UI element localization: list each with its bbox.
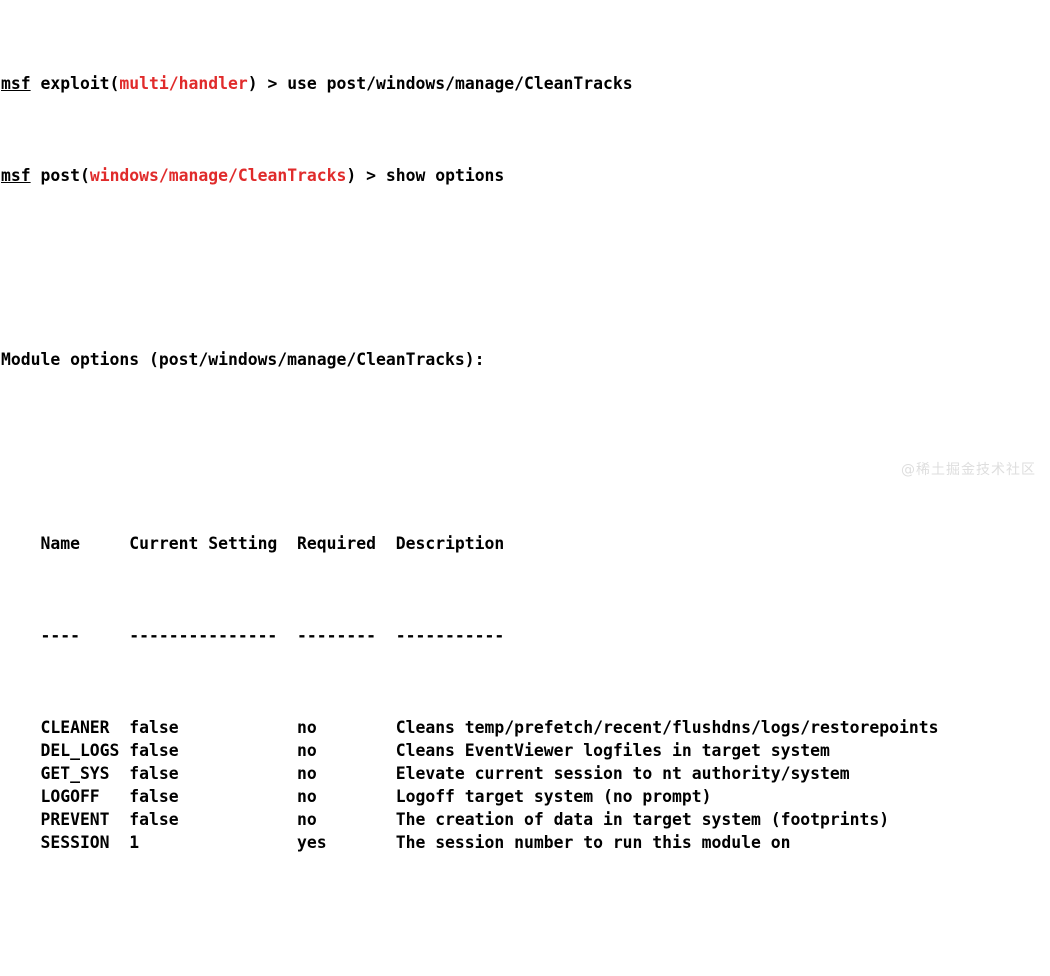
table-row: PREVENT false no The creation of data in… <box>1 810 890 829</box>
table-rule-row: ---- --------------- -------- ----------… <box>0 624 1050 647</box>
prompt-command: ) > show options <box>346 166 505 185</box>
blank-line <box>0 256 1050 279</box>
blank-line <box>0 923 1050 946</box>
module-path: multi/handler <box>119 74 248 93</box>
table-header-cells: Name Current Setting Required Descriptio… <box>1 534 505 553</box>
prompt-prefix: post( <box>30 166 90 185</box>
watermark-label: @稀土掘金技术社区 <box>901 462 1036 478</box>
table-header-row: Name Current Setting Required Descriptio… <box>0 532 1050 555</box>
terminal-line-show-options: msf post(windows/manage/CleanTracks) > s… <box>0 164 1050 187</box>
table-row: DEL_LOGS false no Cleans EventViewer log… <box>1 741 830 760</box>
msf-prompt-token: msf <box>1 166 31 185</box>
msf-prompt-token: msf <box>1 74 31 93</box>
module-options-header: Module options (post/windows/manage/Clea… <box>1 350 485 369</box>
module-path: windows/manage/CleanTracks <box>89 166 347 185</box>
blank-line <box>0 440 1050 463</box>
table-row: GET_SYS false no Elevate current session… <box>1 764 850 783</box>
table-row: CLEANER false no Cleans temp/prefetch/re… <box>1 718 939 737</box>
table-rule-cells: ---- --------------- -------- ----------… <box>1 626 505 645</box>
terminal-output[interactable]: msf exploit(multi/handler) > use post/wi… <box>0 0 1050 852</box>
prompt-command: ) > use post/windows/manage/CleanTracks <box>247 74 633 93</box>
table-row: SESSION 1 yes The session number to run … <box>1 833 791 852</box>
prompt-prefix: exploit( <box>30 74 120 93</box>
terminal-line-use-module: msf exploit(multi/handler) > use post/wi… <box>0 72 1050 95</box>
table-row: LOGOFF false no Logoff target system (no… <box>1 787 712 806</box>
options-table-body: CLEANER false no Cleans temp/prefetch/re… <box>0 716 1050 854</box>
